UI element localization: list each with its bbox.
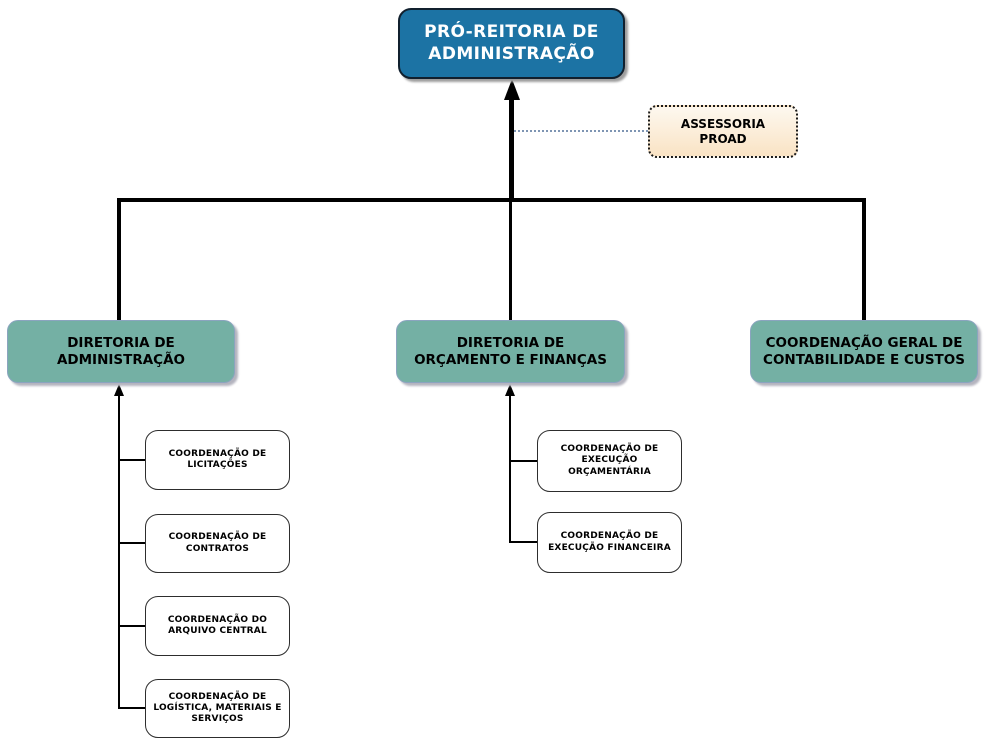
assessoria-box-label: ASSESSORIA PROAD bbox=[680, 116, 766, 146]
branch-box-label: DIRETORIA DE ADMINISTRAÇÃO bbox=[56, 334, 186, 368]
connector-branch-2-stub-2 bbox=[509, 541, 537, 543]
child-box-arquivo-central: COORDENAÇÃO DO ARQUIVO CENTRAL bbox=[145, 596, 290, 656]
connector-branch-1-stub-2 bbox=[118, 542, 145, 544]
child-box-label: COORDENAÇÃO DE EXECUÇÃO FINANCEIRA bbox=[548, 531, 671, 553]
child-box-label: COORDENAÇÃO DE LICITAÇÕES bbox=[168, 448, 267, 470]
child-box-execucao-orcamentaria: COORDENAÇÃO DE EXECUÇÃO ORÇAMENTÁRIA bbox=[537, 430, 682, 492]
branch-box-label: DIRETORIA DE ORÇAMENTO E FINANÇAS bbox=[414, 334, 607, 368]
arrowhead-root bbox=[503, 79, 520, 100]
arrowhead-branch-2 bbox=[504, 384, 515, 396]
connector-branch-1-drop bbox=[117, 200, 121, 320]
child-box-label: COORDENAÇÃO DE EXECUÇÃO ORÇAMENTÁRIA bbox=[560, 444, 659, 477]
connector-assessoria-dotted-line bbox=[514, 130, 648, 132]
branch-box-coordenacao-geral-contabilidade: COORDENAÇÃO GERAL DE CONTABILIDADE E CUS… bbox=[750, 320, 978, 383]
child-box-label: COORDENAÇÃO DE CONTRATOS bbox=[168, 532, 267, 554]
connector-root-shaft bbox=[509, 99, 514, 200]
branch-box-label: COORDENAÇÃO GERAL DE CONTABILIDADE E CUS… bbox=[763, 334, 965, 368]
connector-crossbar bbox=[117, 198, 866, 202]
connector-branch-1-stub-3 bbox=[118, 625, 145, 627]
connector-branch-2-stub-1 bbox=[509, 460, 537, 462]
child-box-label: COORDENAÇÃO DE LOGÍSTICA, MATERIAIS E SE… bbox=[153, 691, 282, 725]
connector-branch-1-stub-1 bbox=[118, 459, 145, 461]
child-box-contratos: COORDENAÇÃO DE CONTRATOS bbox=[145, 514, 290, 573]
connector-branch-2-spine bbox=[509, 394, 511, 543]
connector-branch-3-drop bbox=[862, 200, 866, 320]
branch-box-diretoria-administracao: DIRETORIA DE ADMINISTRAÇÃO bbox=[7, 320, 235, 383]
root-box-label: PRÓ-REITORIA DE ADMINISTRAÇÃO bbox=[424, 22, 599, 64]
child-box-logistica-materiais-servicos: COORDENAÇÃO DE LOGÍSTICA, MATERIAIS E SE… bbox=[145, 679, 290, 738]
arrowhead-branch-1 bbox=[113, 384, 124, 396]
child-box-label: COORDENAÇÃO DO ARQUIVO CENTRAL bbox=[167, 614, 268, 636]
root-box: PRÓ-REITORIA DE ADMINISTRAÇÃO bbox=[398, 8, 625, 79]
child-box-licitacoes: COORDENAÇÃO DE LICITAÇÕES bbox=[145, 430, 290, 490]
connector-branch-2-drop bbox=[509, 200, 512, 320]
child-box-execucao-financeira: COORDENAÇÃO DE EXECUÇÃO FINANCEIRA bbox=[537, 512, 682, 573]
connector-branch-1-spine bbox=[118, 394, 120, 708]
branch-box-diretoria-orcamento-financas: DIRETORIA DE ORÇAMENTO E FINANÇAS bbox=[396, 320, 625, 383]
assessoria-box: ASSESSORIA PROAD bbox=[648, 105, 798, 158]
connector-branch-1-stub-4 bbox=[118, 707, 145, 709]
